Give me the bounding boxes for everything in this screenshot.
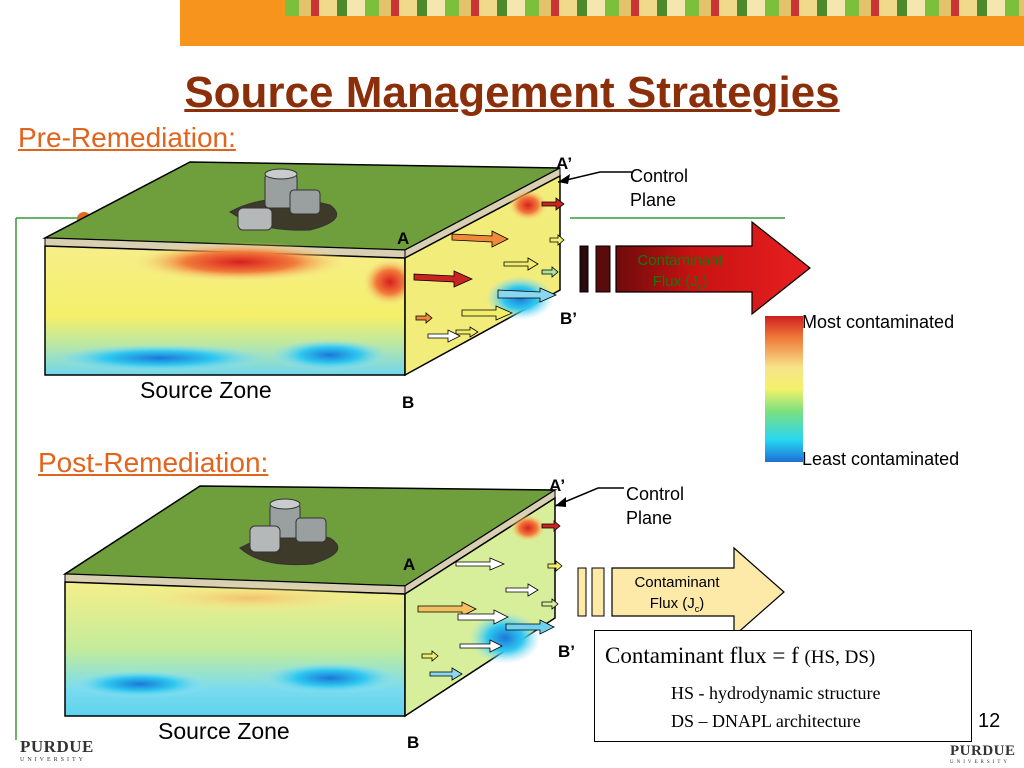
purdue-logo-right: PURDUE UNIVERSITY — [950, 743, 1016, 765]
pre-control-plane-line2: Plane — [630, 190, 677, 210]
legend-least-label: Least contaminated — [802, 449, 960, 469]
purdue-logo-left: PURDUE UNIVERSITY — [20, 737, 94, 763]
post-flux-line2-text: Flux (J — [649, 595, 695, 612]
pre-remediation-block-diagram — [42, 161, 632, 377]
purdue-logo-sub: UNIVERSITY — [20, 757, 86, 763]
pre-flux-line2: Flux (Jc) — [615, 271, 745, 298]
pre-flux-line1: Contaminant — [637, 252, 723, 269]
pre-flux-arrow — [579, 220, 811, 316]
formula-ds: DS – DNAPL architecture — [671, 711, 861, 731]
purdue-logo-sub: UNIVERSITY — [950, 760, 1010, 765]
post-flux-close: ) — [699, 595, 705, 612]
pre-label-a-prime: A’ — [556, 154, 573, 173]
slide-title: Source Management Strategies — [184, 68, 840, 117]
banner-pattern — [285, 0, 1024, 16]
formula-hs: HS - hydrodynamic structure — [671, 683, 881, 703]
barrel-icon — [229, 168, 338, 231]
post-flux-subscript: c — [694, 604, 700, 614]
post-label-b: B — [407, 733, 420, 752]
post-flux-line2: Flux (Jc) — [612, 593, 742, 620]
formula-box: Contaminant flux = f (HS, DS) HS - hydro… — [594, 630, 972, 742]
post-source-zone-label: Source Zone — [158, 718, 290, 744]
pre-label-b-prime: B’ — [560, 309, 577, 328]
purdue-logo-name: PURDUE — [950, 743, 1016, 759]
pre-source-zone-label: Source Zone — [140, 377, 272, 403]
pre-flux-subscript: c — [697, 282, 703, 292]
post-label-a-prime: A’ — [549, 476, 566, 495]
post-control-plane-line2: Plane — [626, 508, 673, 528]
post-flux-label: Contaminant Flux (Jc) — [612, 572, 742, 620]
formula-main-text: Contaminant flux = f — [605, 643, 799, 668]
pre-label-a: A — [397, 229, 410, 248]
pre-flux-label: Contaminant Flux (Jc) — [615, 250, 745, 298]
flux-arrows — [417, 520, 563, 681]
flux-arrows — [413, 197, 565, 343]
pre-control-plane-line1: Control — [630, 166, 689, 186]
post-label-a: A — [403, 555, 416, 574]
page-number: 12 — [978, 710, 1001, 732]
pre-remediation-heading: Pre-Remediation: — [18, 122, 236, 153]
pre-flux-line2-text: Flux (J — [652, 273, 698, 290]
post-remediation-heading: Post-Remediation: — [38, 447, 269, 478]
post-flux-arrow — [577, 546, 785, 638]
post-control-plane-line1: Control — [626, 484, 685, 504]
legend-most-label: Most contaminated — [802, 312, 955, 332]
pre-label-b: B — [402, 393, 415, 412]
post-label-b-prime: B’ — [558, 642, 575, 661]
contamination-legend-colorbar — [765, 316, 803, 462]
barrel-icon — [239, 498, 339, 566]
post-remediation-block-diagram — [62, 485, 624, 718]
formula-main: Contaminant flux = f (HS, DS) — [605, 643, 875, 669]
purdue-logo-name: PURDUE — [20, 737, 94, 756]
post-flux-line1: Contaminant — [634, 574, 720, 591]
pre-flux-close: ) — [702, 273, 708, 290]
formula-args: (HS, DS) — [804, 647, 876, 668]
